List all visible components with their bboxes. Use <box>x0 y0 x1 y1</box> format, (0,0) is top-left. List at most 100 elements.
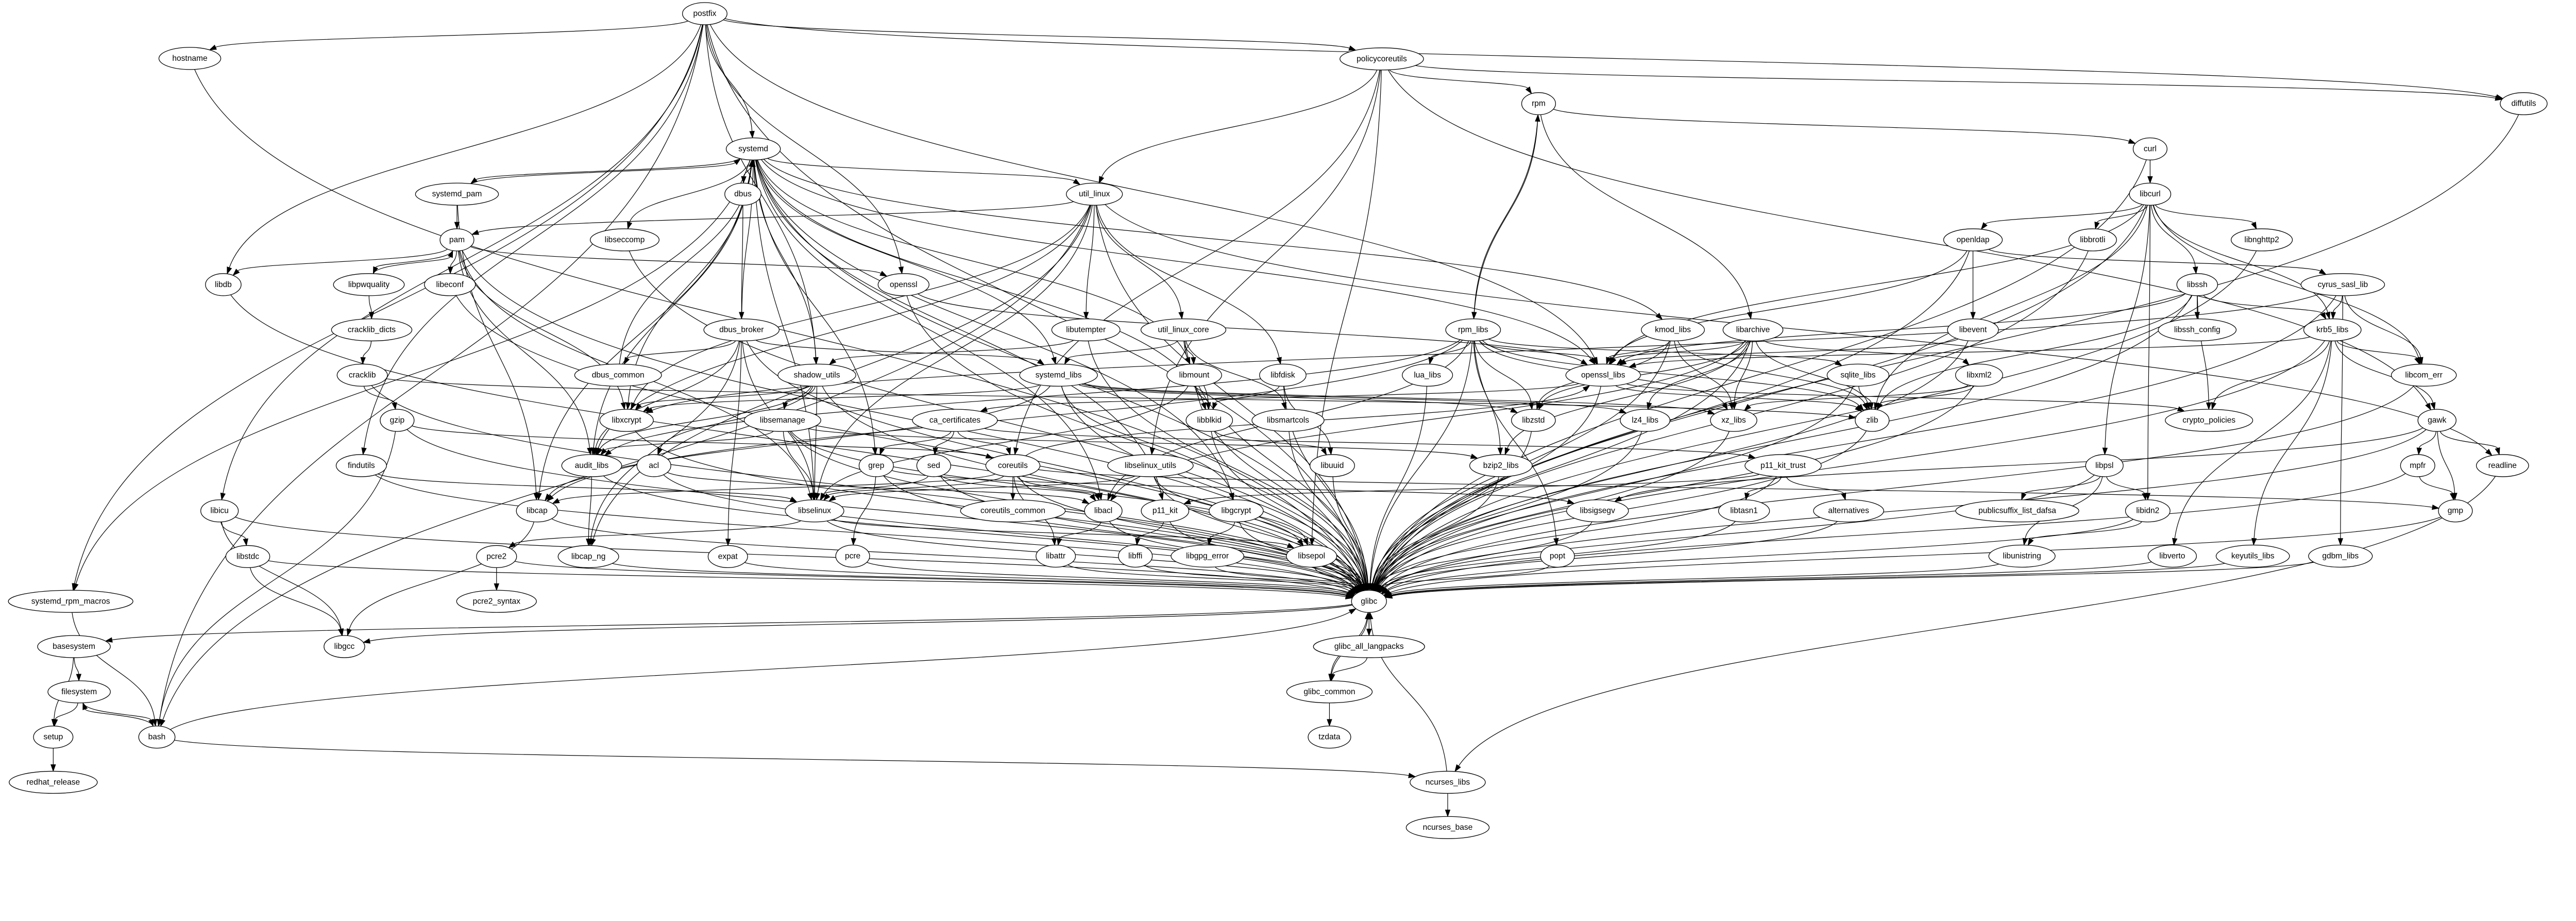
node-libutempter[interactable]: libutempter <box>1051 318 1121 342</box>
node-p11-kit-trust[interactable]: p11_kit_trust <box>1744 454 1822 477</box>
node-alternatives[interactable]: alternatives <box>1813 499 1884 523</box>
node-glibc-common[interactable]: glibc_common <box>1286 680 1373 704</box>
node-cracklib-dicts[interactable]: cracklib_dicts <box>331 318 413 342</box>
node-popt[interactable]: popt <box>1540 544 1575 568</box>
node-gdbm-libs[interactable]: gdbm_libs <box>2308 544 2373 568</box>
node-libverto[interactable]: libverto <box>2147 544 2197 568</box>
node-libxcrypt[interactable]: libxcrypt <box>599 409 654 432</box>
node-audit-libs[interactable]: audit_libs <box>561 454 622 477</box>
node-libicu[interactable]: libicu <box>200 499 239 523</box>
node-dbus[interactable]: dbus <box>724 182 761 206</box>
node-libuuid[interactable]: libuuid <box>1310 454 1355 477</box>
node-libfdisk[interactable]: libfdisk <box>1259 363 1307 387</box>
node-libsepol[interactable]: libsepol <box>1286 544 1337 568</box>
node-expat[interactable]: expat <box>707 545 748 568</box>
node-xz-libs[interactable]: xz_libs <box>1710 409 1757 432</box>
node-libpwquality[interactable]: libpwquality <box>333 273 405 296</box>
node-libidn2[interactable]: libidn2 <box>2125 499 2171 523</box>
node-grep[interactable]: grep <box>858 454 894 477</box>
node-libcap-ng[interactable]: libcap_ng <box>557 545 619 568</box>
node-libstdc[interactable]: libstdc <box>225 545 270 568</box>
node-libunistring[interactable]: libunistring <box>1988 544 2056 568</box>
node-systemd-libs[interactable]: systemd_libs <box>1019 363 1098 387</box>
node-util-linux-core[interactable]: util_linux_core <box>1140 318 1227 342</box>
node-openssl-libs[interactable]: openssl_libs <box>1565 363 1641 387</box>
node-libnghttp2[interactable]: libnghttp2 <box>2230 228 2293 252</box>
node-ncurses-base[interactable]: ncurses_base <box>1405 816 1490 839</box>
node-libsigsegv[interactable]: libsigsegv <box>1566 499 1629 523</box>
node-pcre2[interactable]: pcre2 <box>476 545 517 568</box>
node-tzdata[interactable]: tzdata <box>1308 726 1351 749</box>
node-libssh[interactable]: libssh <box>2176 273 2218 296</box>
node-postfix[interactable]: postfix <box>682 2 727 25</box>
node-libseccomp[interactable]: libseccomp <box>589 228 660 252</box>
node-crypto-policies[interactable]: crypto_policies <box>2165 409 2253 432</box>
node-krb5-libs[interactable]: krb5_libs <box>2303 318 2362 342</box>
node-lua-libs[interactable]: lua_libs <box>1402 363 1453 387</box>
node-zlib[interactable]: zlib <box>1855 409 1890 432</box>
node-sqlite-libs[interactable]: sqlite_libs <box>1826 363 1890 387</box>
node-libattr[interactable]: libattr <box>1036 544 1076 568</box>
node-hostname[interactable]: hostname <box>158 47 222 70</box>
node-coreutils-common[interactable]: coreutils_common <box>960 499 1066 523</box>
node-libssh-config[interactable]: libssh_config <box>2158 318 2237 342</box>
node-libtasn1[interactable]: libtasn1 <box>1718 499 1770 523</box>
node-kmod-libs[interactable]: kmod_libs <box>1641 318 1705 342</box>
node-glibc[interactable]: glibc <box>1351 590 1387 613</box>
node-libarchive[interactable]: libarchive <box>1722 318 1784 342</box>
node-libacl[interactable]: libacl <box>1084 499 1123 523</box>
node-rpm[interactable]: rpm <box>1521 92 1556 115</box>
node-libevent[interactable]: libevent <box>1947 318 1999 342</box>
node-shadow-utils[interactable]: shadow_utils <box>777 363 856 387</box>
node-redhat-release[interactable]: redhat_release <box>9 771 98 794</box>
node-gawk[interactable]: gawk <box>2417 409 2456 432</box>
node-setup[interactable]: setup <box>33 726 74 749</box>
node-acl[interactable]: acl <box>636 454 671 477</box>
node-libcap[interactable]: libcap <box>516 499 558 523</box>
node-coreutils[interactable]: coreutils <box>985 454 1041 477</box>
node-libmount[interactable]: libmount <box>1166 363 1222 387</box>
node-cracklib[interactable]: cracklib <box>336 363 388 387</box>
node-openssl[interactable]: openssl <box>877 273 930 296</box>
node-dbus-common[interactable]: dbus_common <box>574 363 662 387</box>
node-curl[interactable]: curl <box>2132 137 2167 161</box>
node-libcom-err[interactable]: libcom_err <box>2391 363 2457 387</box>
node-cyrus-sasl-lib[interactable]: cyrus_sasl_lib <box>2300 273 2385 296</box>
node-libgpg-error[interactable]: libgpg_error <box>1171 544 1244 568</box>
node-libpsl[interactable]: libpsl <box>2085 454 2124 477</box>
node-basesystem[interactable]: basesystem <box>37 635 111 658</box>
node-libxml2[interactable]: libxml2 <box>1955 363 2003 387</box>
node-libgcc[interactable]: libgcc <box>324 635 365 658</box>
node-gzip[interactable]: gzip <box>380 409 415 432</box>
node-systemd[interactable]: systemd <box>725 137 781 161</box>
node-filesystem[interactable]: filesystem <box>47 680 111 704</box>
node-pcre2-syntax[interactable]: pcre2_syntax <box>456 590 537 613</box>
node-libeconf[interactable]: libeconf <box>424 273 476 296</box>
node-libcurl[interactable]: libcurl <box>2129 182 2172 206</box>
node-readline[interactable]: readline <box>2476 454 2529 477</box>
node-gmp[interactable]: gmp <box>2438 499 2473 523</box>
node-libsemanage[interactable]: libsemanage <box>743 409 821 432</box>
node-libselinux-utils[interactable]: libselinux_utils <box>1107 454 1194 477</box>
node-rpm-libs[interactable]: rpm_libs <box>1445 318 1501 342</box>
node-ncurses-libs[interactable]: ncurses_libs <box>1410 771 1486 794</box>
node-libsmartcols[interactable]: libsmartcols <box>1251 409 1325 432</box>
node-dbus-broker[interactable]: dbus_broker <box>703 318 780 342</box>
node-libblkid[interactable]: libblkid <box>1185 409 1233 432</box>
node-lz4-libs[interactable]: lz4_libs <box>1620 409 1671 432</box>
node-ca-certificates[interactable]: ca_certificates <box>912 409 998 432</box>
node-pcre[interactable]: pcre <box>835 544 870 568</box>
node-libffi[interactable]: libffi <box>1118 544 1153 568</box>
node-keyutils-libs[interactable]: keyutils_libs <box>2215 544 2290 568</box>
node-libbrotli[interactable]: libbrotli <box>2068 228 2117 252</box>
node-publicsuffix-list-dafsa[interactable]: publicsuffix_list_dafsa <box>1955 499 2079 523</box>
node-p11-kit[interactable]: p11_kit <box>1141 499 1190 523</box>
node-libselinux[interactable]: libselinux <box>785 499 844 523</box>
node-mpfr[interactable]: mpfr <box>2400 454 2435 477</box>
node-bzip2-libs[interactable]: bzip2_libs <box>1469 454 1533 477</box>
node-util-linux[interactable]: util_linux <box>1066 182 1123 206</box>
node-glibc-all-langpacks[interactable]: glibc_all_langpacks <box>1313 635 1425 658</box>
node-sed[interactable]: sed <box>916 454 951 477</box>
node-libgcrypt[interactable]: libgcrypt <box>1209 499 1264 523</box>
node-findutils[interactable]: findutils <box>335 454 387 477</box>
